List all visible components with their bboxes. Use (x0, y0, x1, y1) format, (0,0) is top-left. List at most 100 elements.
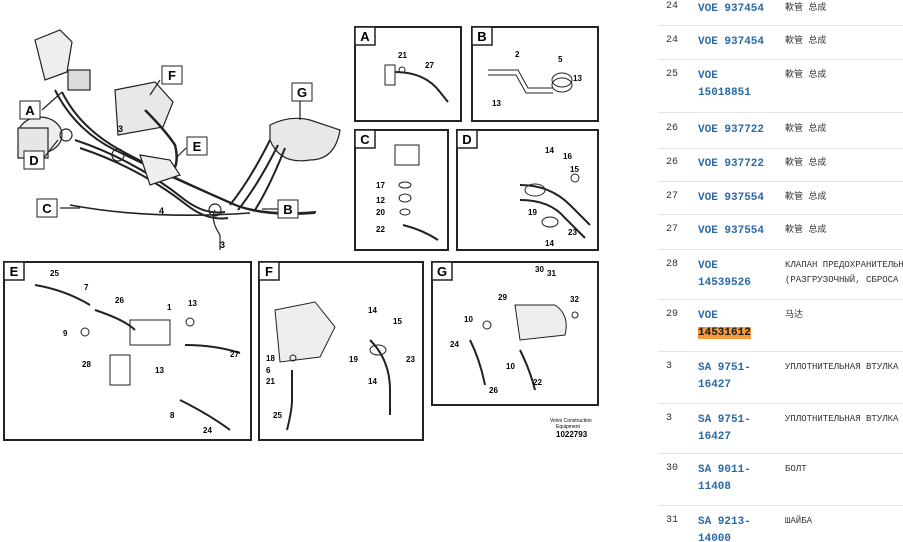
part-number-link[interactable]: VOE 937554 (698, 225, 765, 237)
part-number-link[interactable]: VOE 14531612 (698, 308, 768, 342)
part-number-link[interactable]: VOE 937454 (698, 3, 765, 15)
svg-text:24: 24 (450, 340, 459, 349)
position-number: 29 (666, 309, 679, 320)
svg-text:6: 6 (266, 366, 271, 375)
svg-text:30: 30 (535, 265, 544, 274)
parts-row: 27 VOE 937554 軟管 总成 (658, 181, 903, 215)
svg-text:F: F (265, 264, 273, 279)
svg-text:12: 12 (376, 196, 385, 205)
svg-text:7: 7 (84, 283, 89, 292)
part-number-link[interactable]: SA 9213-14000 (698, 516, 751, 542)
part-number-highlight: 14531612 (698, 327, 751, 339)
parts-row: 26 VOE 937722 軟管 总成 (658, 148, 903, 182)
main-label-3a: 3 (118, 124, 123, 134)
svg-text:26: 26 (115, 296, 124, 305)
svg-text:21: 21 (266, 377, 275, 386)
svg-text:G: G (437, 264, 447, 279)
parts-row: 28 VOE 14539526 КЛАПАН ПРЕДОХРАНИТЕЛЬН (… (658, 249, 903, 300)
svg-text:28: 28 (82, 360, 91, 369)
svg-text:13: 13 (573, 74, 582, 83)
position-number: 30 (666, 463, 679, 474)
part-description: КЛАПАН ПРЕДОХРАНИТЕЛЬН (РАЗГРУЗОЧНЫЙ, СБ… (785, 260, 903, 285)
svg-text:E: E (193, 139, 202, 154)
detail-box-d: D 14 16 15 19 23 14 (456, 129, 599, 251)
svg-text:23: 23 (406, 355, 415, 364)
callout-f: F (161, 65, 183, 85)
part-number-link[interactable]: SA 9751-16427 (698, 414, 751, 443)
part-number-link[interactable]: VOE 937722 (698, 124, 765, 136)
part-number-link[interactable]: VOE 14539526 (698, 260, 751, 289)
position-number: 27 (666, 191, 679, 202)
svg-text:14: 14 (545, 146, 554, 155)
callout-c: C (36, 198, 58, 218)
svg-text:C: C (42, 201, 52, 216)
svg-text:1: 1 (167, 303, 172, 312)
parts-row: 24 VOE 937454 軟管 总成 (658, 25, 903, 60)
part-number-link[interactable]: VOE 937454 (698, 36, 765, 48)
position-number: 31 (666, 515, 679, 526)
svg-text:29: 29 (498, 293, 507, 302)
svg-text:21: 21 (398, 51, 407, 60)
svg-text:Volvo Construction: Volvo Construction (550, 418, 592, 424)
svg-text:B: B (283, 202, 292, 217)
svg-text:D: D (462, 132, 471, 147)
part-number-link[interactable]: SA 9751-16427 (698, 362, 751, 391)
svg-text:10: 10 (464, 315, 473, 324)
parts-diagram: A D F E G C B 3 4 3 A 21 27 B 2 5 13 13 … (3, 26, 599, 441)
svg-text:Equipment: Equipment (556, 424, 581, 430)
callout-a: A (19, 100, 41, 120)
main-label-3b: 3 (220, 240, 225, 250)
detail-box-f: F 14 15 19 14 23 18 21 25 6 (258, 261, 424, 441)
detail-box-a: A 21 27 (354, 26, 462, 122)
position-number: 3 (666, 413, 673, 424)
part-number-link[interactable]: SA 9011-11408 (698, 464, 751, 493)
svg-text:22: 22 (533, 378, 542, 387)
parts-row: 27 VOE 937554 軟管 总成 (658, 214, 903, 250)
part-description: 軟管 总成 (785, 158, 827, 168)
svg-text:G: G (297, 85, 307, 100)
svg-text:5: 5 (558, 55, 563, 64)
callout-e: E (186, 136, 208, 156)
svg-text:15: 15 (393, 317, 402, 326)
part-description: ШАЙБА (785, 516, 813, 526)
position-number: 25 (666, 69, 679, 80)
svg-text:D: D (29, 153, 38, 168)
svg-text:27: 27 (425, 61, 434, 70)
part-number-link[interactable]: VOE 937554 (698, 192, 765, 204)
parts-row: 30 SA 9011-11408 БОЛТ (658, 453, 903, 506)
position-number: 3 (666, 361, 673, 372)
parts-row: 24 VOE 937454 軟管 总成 (658, 0, 903, 26)
svg-text:2: 2 (515, 50, 520, 59)
part-description: БОЛТ (785, 464, 807, 474)
figure-caption: Volvo Construction Equipment 1022793 (550, 418, 592, 439)
svg-text:19: 19 (349, 355, 358, 364)
svg-text:27: 27 (230, 350, 239, 359)
part-description: 軟管 总成 (785, 70, 827, 80)
svg-text:1022793: 1022793 (556, 430, 588, 439)
exploded-view-drawing: A D F E G C B 3 4 3 A 21 27 B 2 5 13 13 … (3, 26, 599, 441)
svg-text:20: 20 (376, 208, 385, 217)
part-number-link[interactable]: VOE 15018851 (698, 70, 751, 99)
part-number-prefix: VOE (698, 310, 718, 322)
parts-list: 24 VOE 937454 軟管 总成 24 VOE 937454 軟管 总成 … (658, 0, 903, 542)
parts-row: 31 SA 9213-14000 ШАЙБА (658, 505, 903, 542)
part-description: 軟管 总成 (785, 3, 827, 13)
callout-g: G (291, 82, 313, 102)
svg-text:14: 14 (368, 377, 377, 386)
parts-row: 26 VOE 937722 軟管 总成 (658, 112, 903, 149)
svg-text:23: 23 (568, 228, 577, 237)
svg-text:17: 17 (376, 181, 385, 190)
part-description: 軟管 总成 (785, 36, 827, 46)
svg-text:C: C (360, 132, 370, 147)
detail-box-g: G 30 31 29 32 10 24 10 26 22 (431, 261, 599, 406)
svg-text:F: F (168, 68, 176, 83)
svg-text:8: 8 (170, 411, 175, 420)
part-number-link[interactable]: VOE 937722 (698, 158, 765, 170)
svg-text:19: 19 (528, 208, 537, 217)
svg-text:26: 26 (489, 386, 498, 395)
part-description: 軟管 总成 (785, 192, 827, 202)
callout-d: D (23, 150, 45, 170)
parts-row: 3 SA 9751-16427 УПЛОТНИТЕЛЬНАЯ ВТУЛКА (658, 351, 903, 404)
svg-text:A: A (360, 29, 370, 44)
